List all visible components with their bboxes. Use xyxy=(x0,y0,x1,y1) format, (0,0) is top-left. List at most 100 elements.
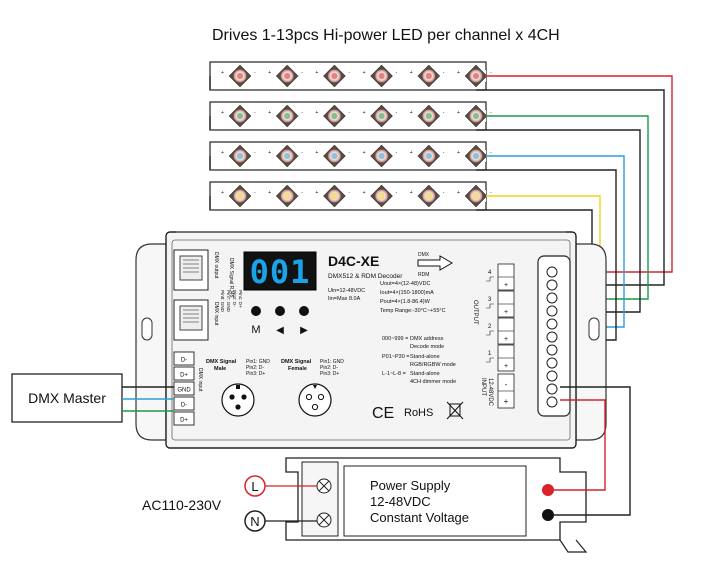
psu-negative-terminal xyxy=(542,509,554,521)
svg-text:L-1~L-8 =: L-1~L-8 = xyxy=(382,371,406,377)
svg-text:+: + xyxy=(315,110,318,116)
ac-input-label: AC110-230V xyxy=(142,497,222,513)
svg-text:-: - xyxy=(396,150,398,156)
m-button-label: M xyxy=(251,324,260,336)
led-icon: +- xyxy=(457,144,492,168)
svg-text:-: - xyxy=(490,70,492,76)
left-arrow-label: ◀ xyxy=(276,325,284,336)
svg-text:+: + xyxy=(221,150,224,156)
dmx-master-label: DMX Master xyxy=(28,390,106,406)
spec-temp: Temp Range:-30°C~+55°C xyxy=(380,308,446,314)
svg-text:3: 3 xyxy=(488,297,492,303)
svg-text:L: L xyxy=(251,479,258,494)
svg-text:-: - xyxy=(301,150,303,156)
dmx-signal-rj45-label: DMX Signal RJ45 xyxy=(228,258,234,298)
svg-text:+: + xyxy=(268,70,271,76)
svg-text:+: + xyxy=(457,190,460,196)
svg-text:-: - xyxy=(490,150,492,156)
xlr-female-connector: DMX Signal Female Pin1: GND Pin2: D- Pin… xyxy=(281,359,344,417)
led-icon: +- xyxy=(457,184,492,208)
led-row-blue: +-+-+-+-+-+- xyxy=(209,141,492,171)
svg-text:+: + xyxy=(363,70,366,76)
input-voltage-label: 12-48VDC xyxy=(487,378,493,407)
psu-positive-terminal xyxy=(542,484,554,496)
led-icon: +- xyxy=(363,184,398,208)
svg-text:Pin1: GND: Pin1: GND xyxy=(246,359,270,365)
output-channel-4: 4+ xyxy=(486,263,515,291)
svg-text:DMX Signal: DMX Signal xyxy=(206,359,237,365)
svg-text:-: - xyxy=(254,150,256,156)
spec-uout: Uout=4×(12-48)VDC xyxy=(380,281,430,287)
led-icon: +- xyxy=(315,104,350,128)
svg-text:D+: D+ xyxy=(180,373,188,379)
led-icon: +- xyxy=(410,144,445,168)
right-arrow-button[interactable] xyxy=(299,306,309,316)
dmx-terminal-label: DMX input xyxy=(197,368,203,392)
svg-text:-: - xyxy=(490,110,492,116)
svg-text:1: 1 xyxy=(488,351,492,357)
svg-text:RDM: RDM xyxy=(418,272,429,278)
terminal-hole xyxy=(546,279,558,291)
control-buttons: M ◀ ▶ xyxy=(251,306,309,336)
svg-text:Pin2: D-: Pin2: D- xyxy=(232,290,237,307)
svg-text:-: - xyxy=(301,70,303,76)
svg-text:-: - xyxy=(396,190,398,196)
dmx-output-label: DMX output xyxy=(213,252,219,279)
svg-text:+: + xyxy=(410,110,413,116)
led-icon: +- xyxy=(457,64,492,88)
svg-text:Pin8: GND: Pin8: GND xyxy=(220,290,225,313)
svg-text:2: 2 xyxy=(488,324,492,330)
input-label: INPUT xyxy=(480,378,486,396)
left-arrow-button[interactable] xyxy=(275,306,285,316)
rj45-port-input xyxy=(173,299,209,341)
svg-text:+: + xyxy=(504,336,508,343)
diagram-title: Drives 1-13pcs Hi-power LED per channel … xyxy=(212,27,560,44)
svg-text:4CH dimmer mode: 4CH dimmer mode xyxy=(410,379,456,385)
led-icon: +- xyxy=(363,144,398,168)
rohs-mark: RoHS xyxy=(404,407,433,419)
svg-text:+: + xyxy=(504,363,508,370)
xlr-male-connector: DMX Signal Male Pin1: GND Pin2: D- Pin3:… xyxy=(206,359,270,417)
svg-text:+: + xyxy=(363,190,366,196)
svg-text:+: + xyxy=(504,282,508,289)
output-terminal-block: 4+3+2+1+-+ xyxy=(486,263,515,409)
svg-text:+: + xyxy=(268,190,271,196)
led-icon: +- xyxy=(410,184,445,208)
svg-text:+: + xyxy=(363,110,366,116)
led-icon: +- xyxy=(315,184,350,208)
svg-text:D-: D- xyxy=(181,403,187,409)
led-row-green: +-+-+-+-+-+- xyxy=(209,101,492,131)
svg-text:-: - xyxy=(301,190,303,196)
svg-text:-: - xyxy=(348,110,350,116)
m-button[interactable] xyxy=(251,306,261,316)
led-icon: +- xyxy=(268,184,303,208)
svg-text:+: + xyxy=(504,397,509,406)
terminal-hole xyxy=(546,396,558,408)
dmx-terminal: GND xyxy=(173,381,195,396)
psu-voltage: 12-48VDC xyxy=(370,494,431,509)
rj45-port-output xyxy=(173,249,209,291)
svg-text:+: + xyxy=(315,70,318,76)
svg-text:+: + xyxy=(268,150,271,156)
right-arrow-label: ▶ xyxy=(300,325,308,336)
model-subtitle: DMX512 & RDM Decoder xyxy=(328,273,403,280)
terminal-hole xyxy=(546,318,558,330)
svg-text:+: + xyxy=(221,110,224,116)
svg-text:-: - xyxy=(301,110,303,116)
mode-descriptions: 000~999 = DMX address Decode mode P01~P3… xyxy=(382,336,456,385)
svg-text:-: - xyxy=(254,190,256,196)
svg-text:Pin7: GND: Pin7: GND xyxy=(226,290,231,313)
svg-text:D-: D- xyxy=(181,358,187,364)
svg-text:Pin1: D+: Pin1: D+ xyxy=(238,290,243,308)
svg-text:+: + xyxy=(315,150,318,156)
wire-common xyxy=(476,89,665,286)
led-icon: +- xyxy=(315,144,350,168)
svg-text:+: + xyxy=(363,150,366,156)
led-icon: +- xyxy=(315,64,350,88)
svg-text:+: + xyxy=(457,150,460,156)
terminal-hole xyxy=(546,331,558,343)
svg-text:-: - xyxy=(443,110,445,116)
svg-text:Stand-alone: Stand-alone xyxy=(410,354,440,360)
